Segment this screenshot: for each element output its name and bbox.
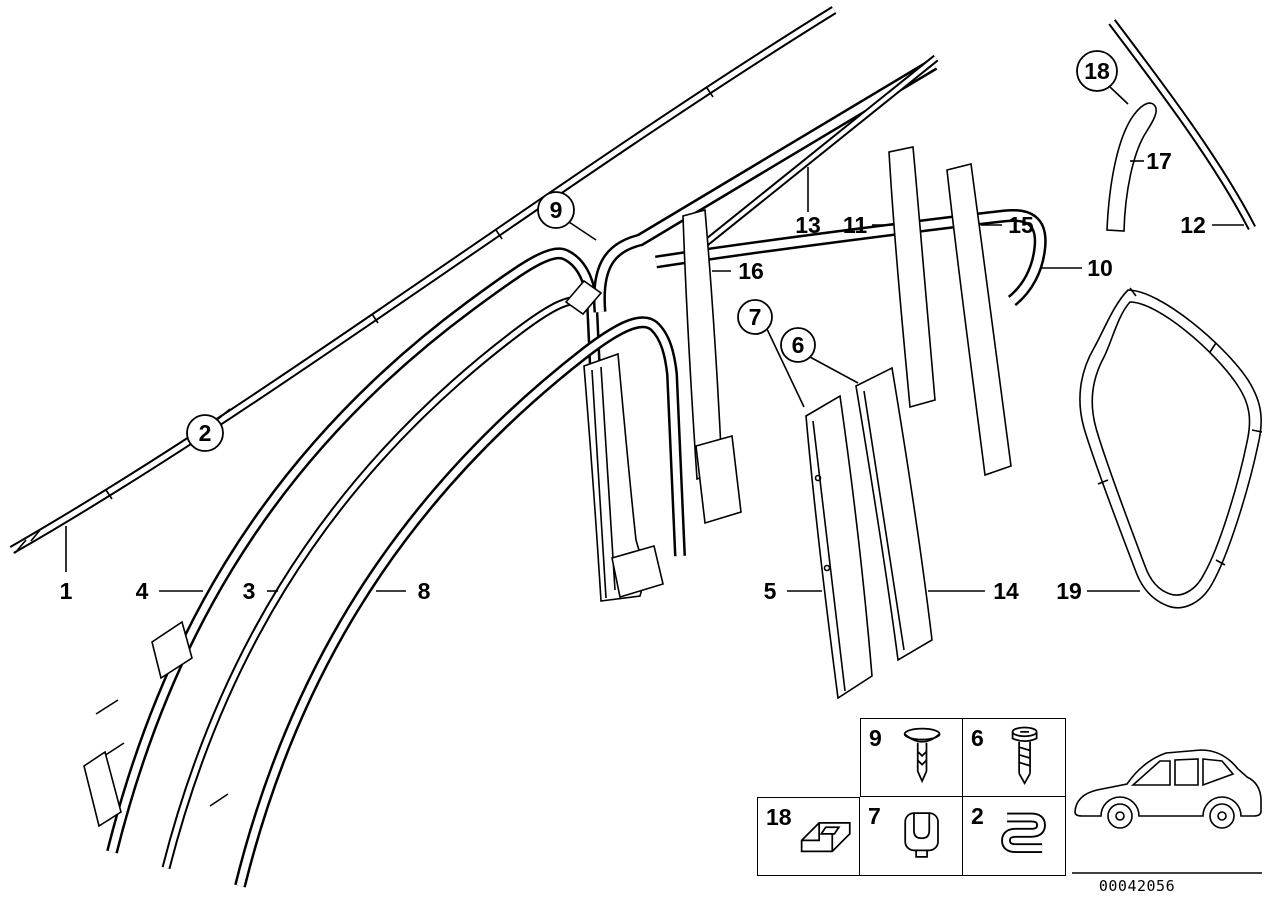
clip-icon [904,812,939,858]
legend-label-18: 18 [766,804,792,830]
callout-8: 8 [376,578,431,604]
legend-row-top: 9 6 [860,718,1066,797]
legend-label-7: 7 [868,803,881,829]
front-side-window [1130,760,1171,786]
rear-side-window [1174,758,1199,786]
expanding-rivet-icon [903,727,941,784]
callout-11: 11 [843,212,893,238]
legend-label-6: 6 [971,725,984,751]
b-pillar-cover [583,352,647,602]
callout-13-label[interactable]: 13 [795,212,821,238]
callout-14-label[interactable]: 14 [993,578,1019,604]
callout-9-circle[interactable] [537,191,575,229]
callout-3: 3 [243,578,278,604]
callout-9-leader [568,221,597,241]
callout-9: 9 [537,191,597,241]
callout-3-label[interactable]: 3 [243,578,256,604]
legend-row-bottom: 18 7 2 [757,797,1066,876]
callout-13: 13 [795,167,821,238]
callout-15: 15 [981,212,1034,238]
callout-7-label[interactable]: 7 [749,304,762,330]
callout-4-label[interactable]: 4 [136,578,149,604]
callout-1: 1 [60,526,73,604]
callouts: 1 2 3 4 5 6 [60,50,1244,604]
spring-clamp-icon [1000,812,1046,854]
legend-cell-clip[interactable]: 7 [860,797,963,876]
window-guide-strip-11 [888,146,936,409]
legend-cell-screw[interactable]: 6 [963,718,1066,797]
quarter-window [1202,758,1235,787]
a-pillar-lower-details [83,620,229,828]
callout-1-label[interactable]: 1 [60,578,73,604]
callout-6-label[interactable]: 6 [792,332,805,358]
callout-12-label[interactable]: 12 [1180,212,1206,238]
callout-6-leader [809,356,859,384]
window-guide-strip-15 [946,163,1012,477]
front-wheel [1107,803,1133,829]
callout-2-leader [216,408,231,421]
callout-17-label[interactable]: 17 [1146,148,1172,174]
callout-7-leader [766,328,805,408]
callout-17: 17 [1130,148,1172,174]
retainer-bracket-icon [800,822,851,853]
callout-16: 16 [712,258,764,284]
callout-12: 12 [1180,212,1244,238]
callout-2: 2 [186,408,231,452]
callout-2-label[interactable]: 2 [199,420,212,446]
callout-18-circle[interactable] [1076,50,1118,92]
callout-6-circle[interactable] [780,327,816,363]
callout-19: 19 [1056,578,1140,604]
callout-2-circle[interactable] [186,414,224,452]
legend-label-9: 9 [869,725,882,751]
callout-8-label[interactable]: 8 [418,578,431,604]
callout-14: 14 [928,578,1019,604]
callout-18-leader [1109,86,1129,105]
callout-10-label[interactable]: 10 [1087,255,1113,281]
callout-10: 10 [1040,255,1113,281]
callout-16-label[interactable]: 16 [738,258,764,284]
front-door-frame-outer [112,253,604,852]
callout-5-label[interactable]: 5 [764,578,777,604]
callout-18: 18 [1076,50,1129,105]
car-silhouette [1074,749,1262,829]
screw-icon [1011,726,1038,786]
fastener-legend: 9 6 18 [757,718,1066,876]
callout-4: 4 [136,578,203,604]
legend-cell-rivet[interactable]: 9 [860,718,963,797]
callout-7-circle[interactable] [737,299,773,335]
quarter-window-seal [1079,287,1263,609]
b-pillar-trim-rear [855,366,933,662]
callout-7: 7 [737,299,805,408]
callout-6: 6 [780,327,859,384]
legend-cell-bracket[interactable]: 18 [757,797,860,876]
callout-18-label[interactable]: 18 [1084,58,1110,84]
callout-11-label[interactable]: 11 [843,212,868,238]
pillar-lower-piece [611,545,664,599]
callout-15-label[interactable]: 15 [1008,212,1034,238]
legend-label-2: 2 [971,803,984,829]
callout-9-label[interactable]: 9 [550,197,563,223]
callout-5: 5 [764,578,822,604]
b-pillar-trim-front [805,394,873,700]
doc-number: 00042056 [1098,877,1176,895]
roof-drip-moulding [12,10,834,553]
rear-wheel [1209,803,1235,829]
frame-lower-piece [695,434,742,525]
callout-19-label[interactable]: 19 [1056,578,1082,604]
legend-cell-spring-clamp[interactable]: 2 [963,797,1066,876]
rear-door-frame [564,64,934,314]
rear-corner-trim-17 [1106,102,1157,232]
